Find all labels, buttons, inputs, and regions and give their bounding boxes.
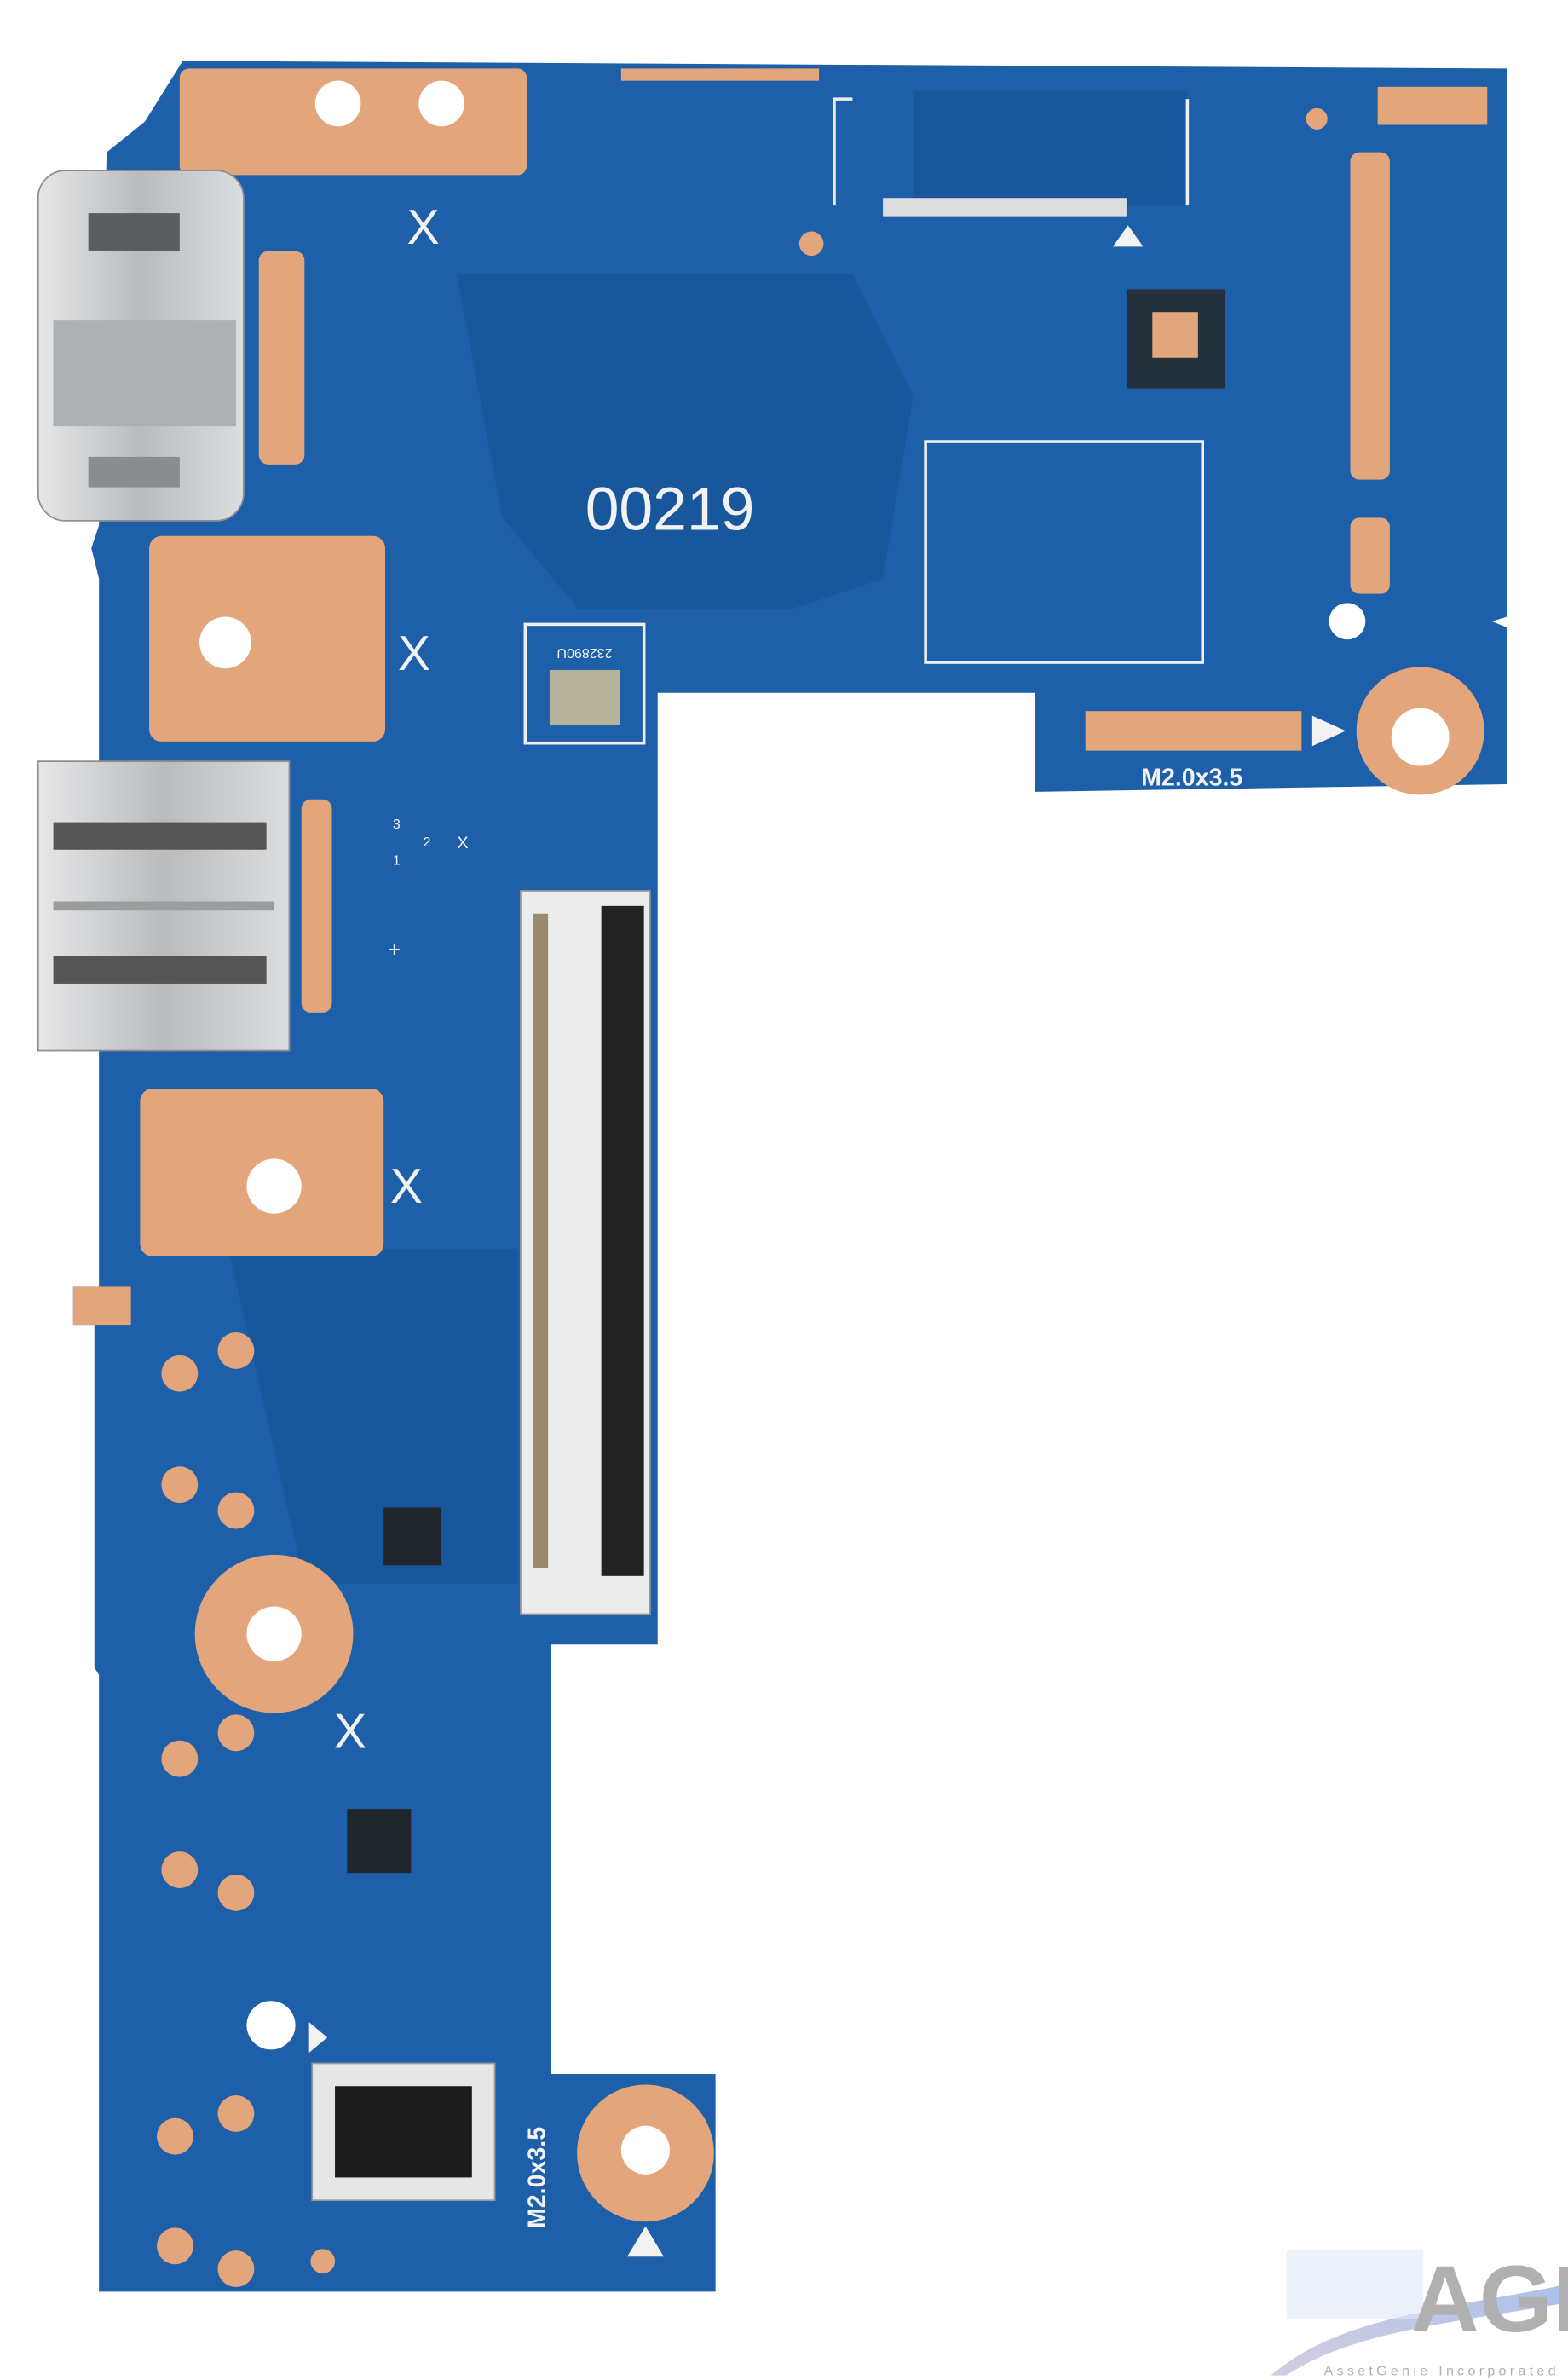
vias-small: [157, 107, 1328, 2288]
pcb-board: [72, 61, 1507, 2292]
usb-a-port: [37, 760, 291, 1052]
silk-frames: [523, 97, 1205, 745]
svg-text:AssetGenie Incorporated: AssetGenie Incorporated: [1324, 2364, 1559, 2379]
battery-connector: [311, 2062, 496, 2202]
polarity-mark: +: [389, 938, 401, 962]
pin-label: 2: [424, 835, 431, 850]
screw-label-top: M2.0x3.5: [1141, 765, 1242, 792]
x-mark: X: [407, 200, 440, 255]
agi-watermark-logo: AGI AssetGenie Incorporated: [1271, 2247, 1568, 2379]
svg-text:AGI: AGI: [1411, 2247, 1568, 2352]
x-mark: X: [334, 1705, 366, 1759]
usb-c-port: [37, 170, 245, 522]
pin-label: 1: [393, 853, 401, 869]
mount-holes: [199, 80, 1450, 2175]
serial-label: 232890U: [556, 645, 612, 661]
trace-regions: [228, 91, 1188, 1584]
datamatrix-code: [549, 669, 620, 725]
edge-pin-row: [258, 152, 1390, 1013]
part-number: 00219: [585, 476, 755, 544]
ic-chips: [347, 198, 1226, 1874]
x-mark: X: [390, 1159, 423, 1214]
pin-label: 3: [393, 817, 401, 832]
screw-label-bottom: M2.0x3.5: [524, 2127, 551, 2228]
x-mark: X: [458, 834, 469, 852]
arrow-markers: [308, 225, 1346, 2257]
x-mark: X: [398, 627, 430, 681]
fpc-connector: [520, 890, 651, 1615]
